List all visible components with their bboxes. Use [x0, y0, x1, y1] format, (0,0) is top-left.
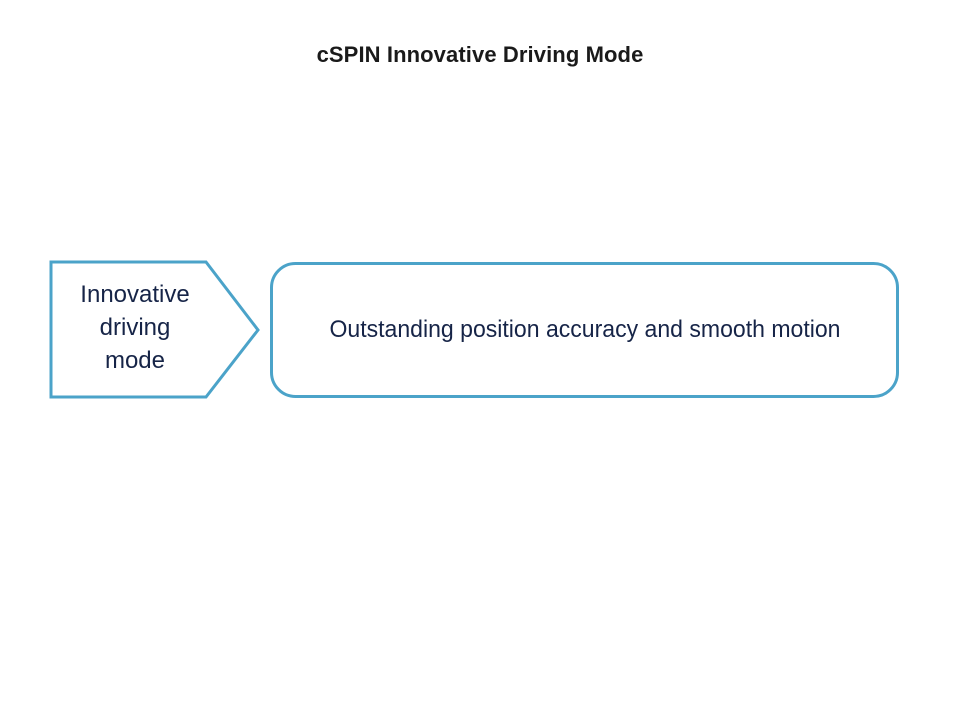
- callout-shape: [270, 262, 899, 398]
- page-title: cSPIN Innovative Driving Mode: [316, 42, 644, 67]
- chevron-label: Innovative driving mode: [80, 281, 190, 374]
- chevron-shape: [49, 260, 260, 399]
- callout-label: Outstanding position accuracy and smooth…: [329, 316, 841, 343]
